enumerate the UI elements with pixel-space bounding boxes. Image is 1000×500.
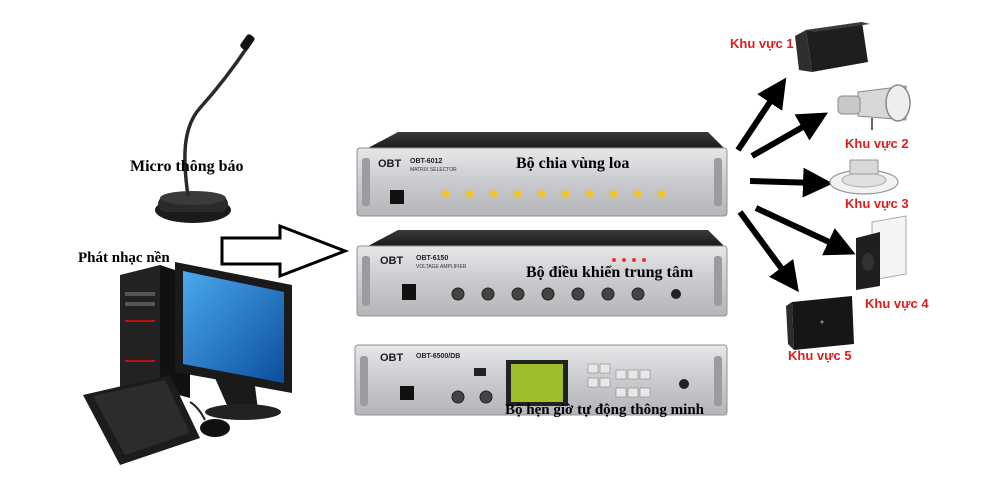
label-zone-selector: Bộ chia vùng loa	[516, 155, 630, 172]
zone-label-3: Khu vực 3	[845, 196, 909, 211]
amplifier-subtitle: VOLTAGE AMPLIFIER	[416, 264, 467, 270]
zone-label-2: Khu vực 2	[845, 136, 909, 151]
speaker-zone-4-icon	[856, 215, 907, 290]
timer-unit	[354, 344, 728, 416]
speaker-zone-1-icon	[795, 22, 870, 72]
speaker-zone-5-icon	[786, 296, 854, 350]
speaker-zone-3-icon	[829, 159, 899, 195]
computer-icon	[83, 262, 292, 465]
microphone-icon	[155, 34, 255, 223]
timer-brand-logo: OBT	[380, 352, 404, 364]
arrow-zone-2	[750, 112, 829, 159]
zone-label-4: Khu vực 4	[865, 296, 929, 311]
label-microphone: Micro thông báo	[130, 158, 244, 175]
zone-label-1: Khu vực 1	[730, 36, 794, 51]
arrow-zone-5	[737, 210, 799, 293]
central-controller-unit	[356, 230, 728, 317]
distribution-arrows	[735, 77, 856, 293]
zone-label-5: Khu vực 5	[788, 348, 852, 363]
arrow-zone-1	[735, 77, 787, 152]
amplifier-brand-logo: OBT	[380, 255, 404, 267]
label-central-controller: Bộ điều khiển trung tâm	[526, 264, 694, 281]
timer-model: OBT-6500/DB	[416, 353, 461, 360]
arrow-zone-3	[749, 167, 833, 198]
selector-brand-logo: OBT	[378, 158, 402, 170]
selector-model: OBT-6012	[410, 158, 443, 165]
selector-subtitle: MATRIX SELECTOR	[410, 167, 457, 173]
amplifier-model: OBT-6150	[416, 255, 449, 262]
speaker-zone-2-icon	[837, 84, 911, 130]
input-arrow	[220, 223, 350, 279]
label-timer: Bộ hẹn giờ tự động thông minh	[505, 402, 705, 418]
label-background-music: Phát nhạc nền	[78, 250, 170, 266]
arrow-zone-4	[754, 205, 856, 256]
zone-selector-unit	[356, 132, 728, 217]
